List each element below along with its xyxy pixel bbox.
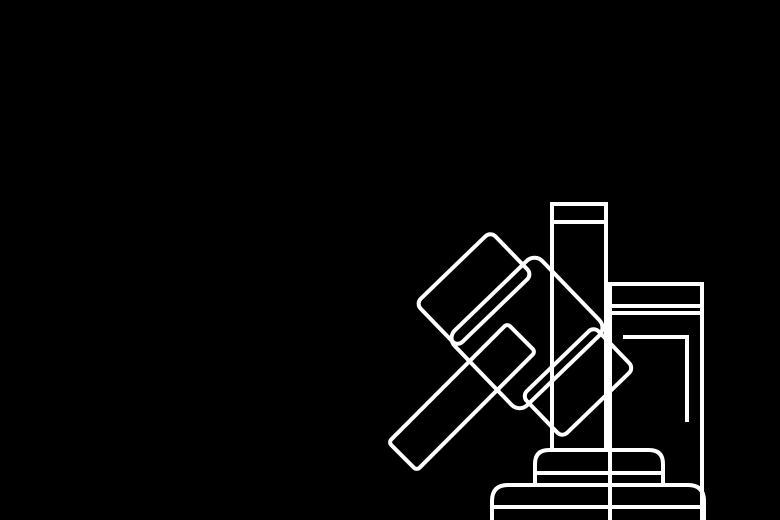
gavel-handle bbox=[388, 323, 535, 470]
gavel-head-middle-segment bbox=[447, 253, 607, 413]
base-upper-group bbox=[535, 450, 663, 487]
base-lower-outline bbox=[492, 485, 704, 520]
post-outline bbox=[552, 204, 606, 452]
document-panel-group bbox=[610, 284, 702, 520]
document-inner-rule bbox=[623, 337, 687, 422]
base-upper-outline bbox=[535, 450, 663, 487]
gavel-handle-group bbox=[388, 323, 535, 470]
gavel-head-group bbox=[416, 231, 634, 437]
gavel-head-upper-segment bbox=[416, 231, 532, 346]
base-lower-group bbox=[492, 485, 704, 520]
pedestal-post-group bbox=[552, 204, 606, 452]
document-panel-outline bbox=[610, 284, 702, 520]
gavel-head-lower-segment bbox=[522, 326, 634, 437]
